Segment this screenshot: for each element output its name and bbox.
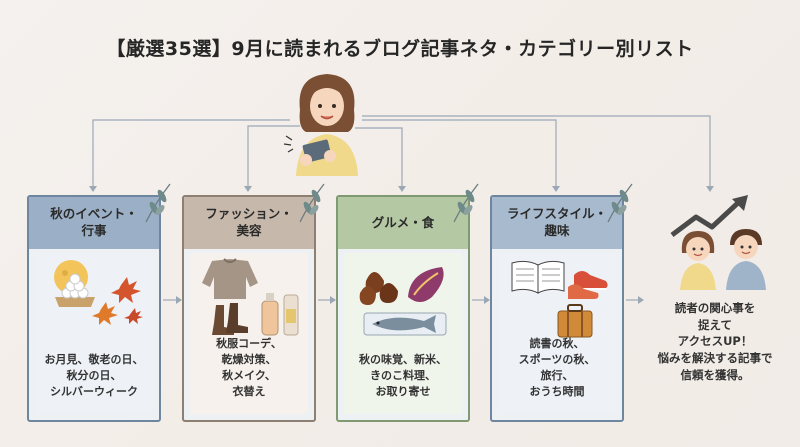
category-card-gourmet: グルメ・食 秋の味覚、新米、 きのこ料理、 お取り寄せ	[336, 195, 470, 422]
connector-to-lifestyle	[362, 119, 557, 188]
category-items: 読書の秋、 スポーツの秋、 旅行、 おうち時間	[518, 337, 596, 399]
readers-growth-illustration	[670, 195, 766, 290]
category-body: 秋服コーデ、 乾燥対策、 秋メイク、 衣替え	[190, 253, 308, 414]
category-heading: ファッション・ 美容	[184, 197, 314, 249]
leaf-sprig-icon	[453, 183, 479, 223]
leaf-sprig-icon	[299, 183, 325, 223]
moon-dango-maple-icon	[54, 260, 143, 325]
category-heading: グルメ・食	[338, 197, 468, 249]
category-body: お月見、敬老の日、 秋分の日、 シルバーウィーク	[35, 253, 153, 414]
category-card-lifestyle: ライフスタイル・ 趣味 読書の秋、 スポーツの秋、 旅行、 おうち時間	[490, 195, 624, 422]
category-body: 読書の秋、 スポーツの秋、 旅行、 おうち時間	[498, 253, 616, 414]
category-card-events: 秋のイベント・ 行事 お月見、敬老の日、 秋分の日、 シルバーウィーク	[27, 195, 161, 422]
category-body: 秋の味覚、新米、 きのこ料理、 お取り寄せ	[344, 253, 462, 414]
page-title: 【厳選35選】9月に読まれるブログ記事ネタ・カテゴリー別リスト	[106, 38, 694, 60]
chestnut-sweetpotato-fish-icon	[359, 267, 447, 336]
woman-with-tablet-illustration	[283, 74, 358, 176]
connector-to-gourmet	[355, 127, 403, 188]
category-items: 秋の味覚、新米、 きのこ料理、 お取り寄せ	[359, 353, 447, 399]
connector-to-events	[92, 119, 290, 188]
category-heading: 秋のイベント・ 行事	[29, 197, 159, 249]
category-items: お月見、敬老の日、 秋分の日、 シルバーウィーク	[44, 353, 144, 399]
book-sneakers-suitcase-icon	[511, 260, 608, 338]
connector-to-summary	[362, 115, 711, 188]
category-heading: ライフスタイル・ 趣味	[492, 197, 622, 249]
summary-text: 読者の関心事を 捉えて アクセスUP！ 悩みを解決する記事で 信頼を獲得。	[657, 301, 773, 382]
leaf-sprig-icon	[607, 183, 633, 223]
sweater-boots-cosmetics-icon	[202, 258, 299, 336]
connector-to-fashion	[247, 125, 300, 188]
category-items: 秋服コーデ、 乾燥対策、 秋メイク、 衣替え	[216, 337, 282, 399]
category-card-fashion: ファッション・ 美容 秋服コーデ、 乾燥対策、 秋メイク、 衣替え	[182, 195, 316, 422]
leaf-sprig-icon	[145, 183, 171, 223]
